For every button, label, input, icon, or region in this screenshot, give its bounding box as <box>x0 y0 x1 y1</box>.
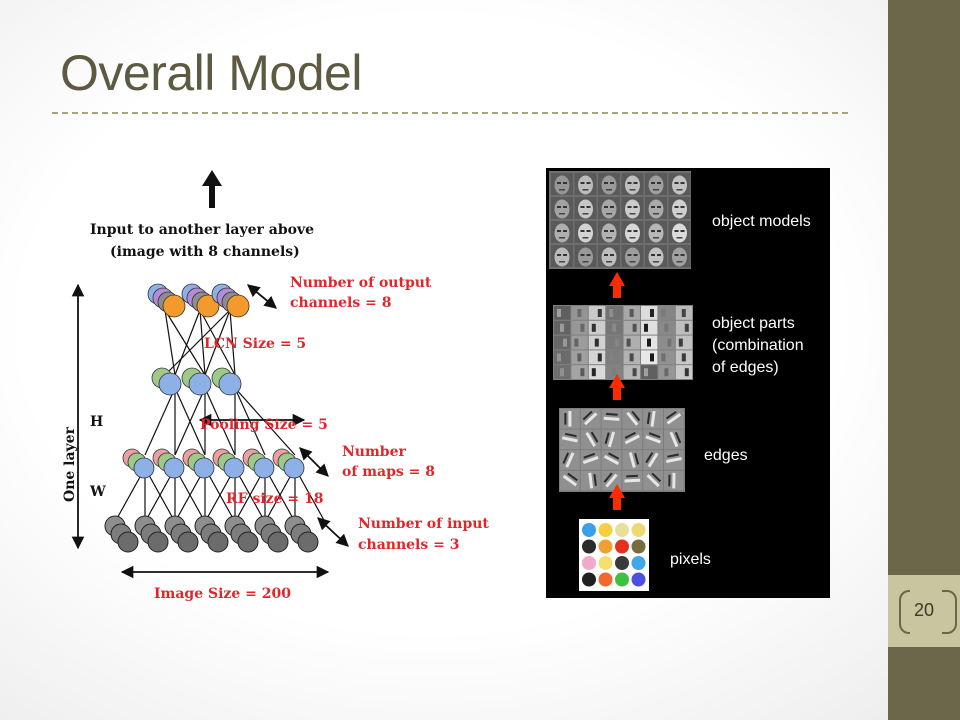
up-arrow-icon <box>202 170 222 208</box>
up-arrow-icon <box>609 484 625 510</box>
title-divider <box>52 112 848 114</box>
input-channels-label-1: Number of input <box>358 516 489 532</box>
input-above-label: Input to another layer above <box>90 222 314 238</box>
num-maps-label-1: Number <box>342 444 406 460</box>
object-parts-grid <box>553 305 693 380</box>
edges-label: edges <box>704 447 748 464</box>
num-maps-label-2: of maps = 8 <box>342 464 435 480</box>
object-parts-label-3: of edges) <box>712 359 779 376</box>
input-above-sublabel: (image with 8 channels) <box>110 244 300 260</box>
one-layer-label: One layer <box>62 426 78 502</box>
rf-size-label: RF size = 18 <box>226 491 323 507</box>
up-arrow-icon <box>609 374 625 400</box>
object-models-label: object models <box>712 213 811 230</box>
page-number-badge: 20 <box>888 575 960 647</box>
feature-hierarchy-panel: object models object parts (combination … <box>546 168 830 598</box>
rf-layer-nodes <box>122 448 305 479</box>
input-layer-nodes <box>104 515 319 553</box>
pixels-label: pixels <box>670 551 711 568</box>
edges-grid <box>559 408 685 492</box>
object-parts-label-1: object parts <box>712 315 795 332</box>
output-channels-label-2: channels = 8 <box>290 295 391 311</box>
lcn-size-label: LCN Size = 5 <box>204 336 306 352</box>
output-channels-label-1: Number of output <box>290 275 432 291</box>
network-architecture-diagram: Input to another layer above (image with… <box>62 170 489 602</box>
output-layer-nodes <box>147 283 250 318</box>
pixels-grid <box>579 519 649 591</box>
h-label: H <box>90 414 103 430</box>
input-channels-label-2: channels = 3 <box>358 537 459 553</box>
object-parts-label-2: (combination <box>712 337 804 354</box>
pooling-size-label: Pooling Size = 5 <box>200 417 328 433</box>
dimension-arrows <box>71 283 349 579</box>
pooling-layer-nodes <box>151 367 242 396</box>
object-models-grid <box>549 171 691 269</box>
w-label: W <box>89 484 106 500</box>
up-arrow-icon <box>609 272 625 298</box>
image-size-label: Image Size = 200 <box>154 586 291 602</box>
red-up-arrows <box>609 272 625 510</box>
slide-title: Overall Model <box>60 45 362 101</box>
page-number: 20 <box>913 600 935 620</box>
